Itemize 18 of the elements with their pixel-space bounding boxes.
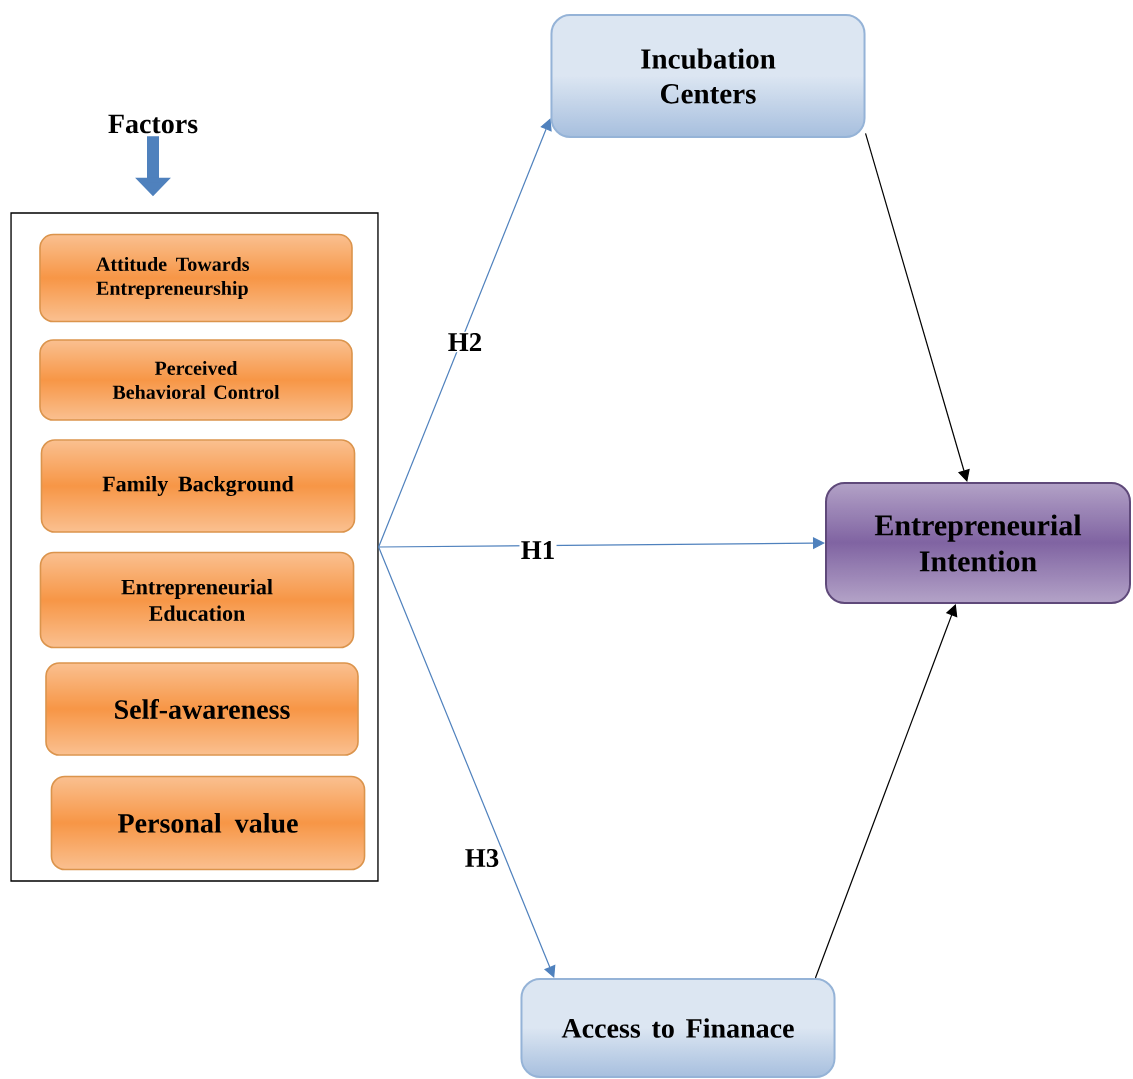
edge-label: H1 xyxy=(519,539,557,561)
construct-box: Access to Finanace xyxy=(520,978,836,1078)
edge-label: H2 xyxy=(446,331,484,353)
heading-text: Factors xyxy=(108,114,198,134)
factor-box: Perceived Behavioral Control xyxy=(39,339,353,421)
outcome-box: Entrepreneurial Intention xyxy=(825,482,1131,604)
arrow xyxy=(864,132,970,482)
factor-box: Family Background xyxy=(40,439,356,533)
factors-frame xyxy=(10,212,379,882)
arrow xyxy=(378,546,556,978)
edge-label: H3 xyxy=(463,847,501,869)
arrow xyxy=(814,604,958,979)
arrow xyxy=(378,118,552,548)
factor-box: Personal value xyxy=(50,775,366,871)
factor-box: Attitude Towards Entrepreneurship xyxy=(39,233,353,323)
factor-box: Entrepreneurial Education xyxy=(39,551,355,649)
construct-box: Incubation Centers xyxy=(550,14,866,138)
factor-box: Self-awareness xyxy=(45,662,359,756)
